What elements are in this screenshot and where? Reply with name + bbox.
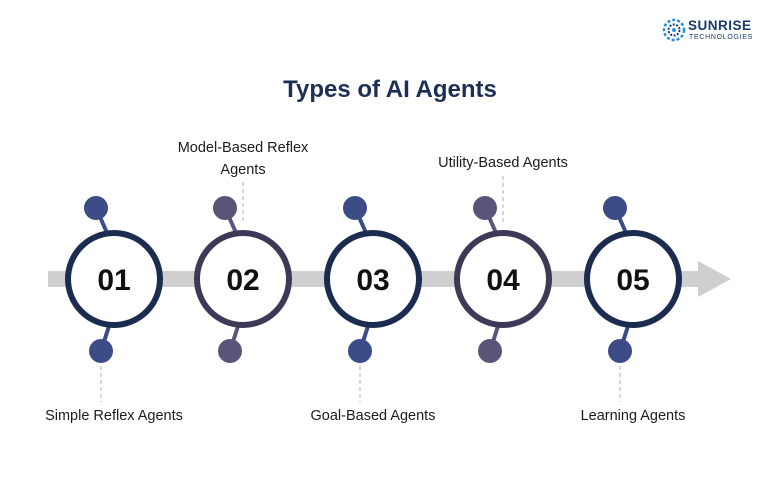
brand-name: SUNRISE <box>688 18 752 33</box>
step-ring <box>324 230 422 328</box>
step-dot <box>603 196 627 220</box>
step-ring <box>194 230 292 328</box>
step-label: Simple Reflex Agents <box>45 408 183 424</box>
step-ring <box>65 230 163 328</box>
step-number: 02 <box>226 264 259 297</box>
step-dot <box>608 339 632 363</box>
step-number: 04 <box>486 264 520 297</box>
step-label: Utility-Based Agents <box>438 155 568 171</box>
step-dot <box>218 339 242 363</box>
step-dot <box>84 196 108 220</box>
page-title: Types of AI Agents <box>283 76 497 103</box>
step-number: 03 <box>356 264 389 297</box>
step-dot <box>473 196 497 220</box>
sunrise-logo-icon <box>662 18 686 42</box>
step-label: Goal-Based Agents <box>310 408 436 424</box>
step-ring <box>454 230 552 328</box>
step-dot <box>478 339 502 363</box>
step-dot <box>348 339 372 363</box>
arrow-head <box>698 261 731 297</box>
step-dot <box>89 339 113 363</box>
step-number: 01 <box>97 264 130 297</box>
step-dot <box>343 196 367 220</box>
step-dot <box>213 196 237 220</box>
step-number: 05 <box>616 264 649 297</box>
step-ring <box>584 230 682 328</box>
brand-subtitle: TECHNOLOGIES <box>689 34 754 41</box>
brand-logo: SUNRISE TECHNOLOGIES <box>662 16 762 50</box>
step-label: Learning Agents <box>580 408 686 424</box>
